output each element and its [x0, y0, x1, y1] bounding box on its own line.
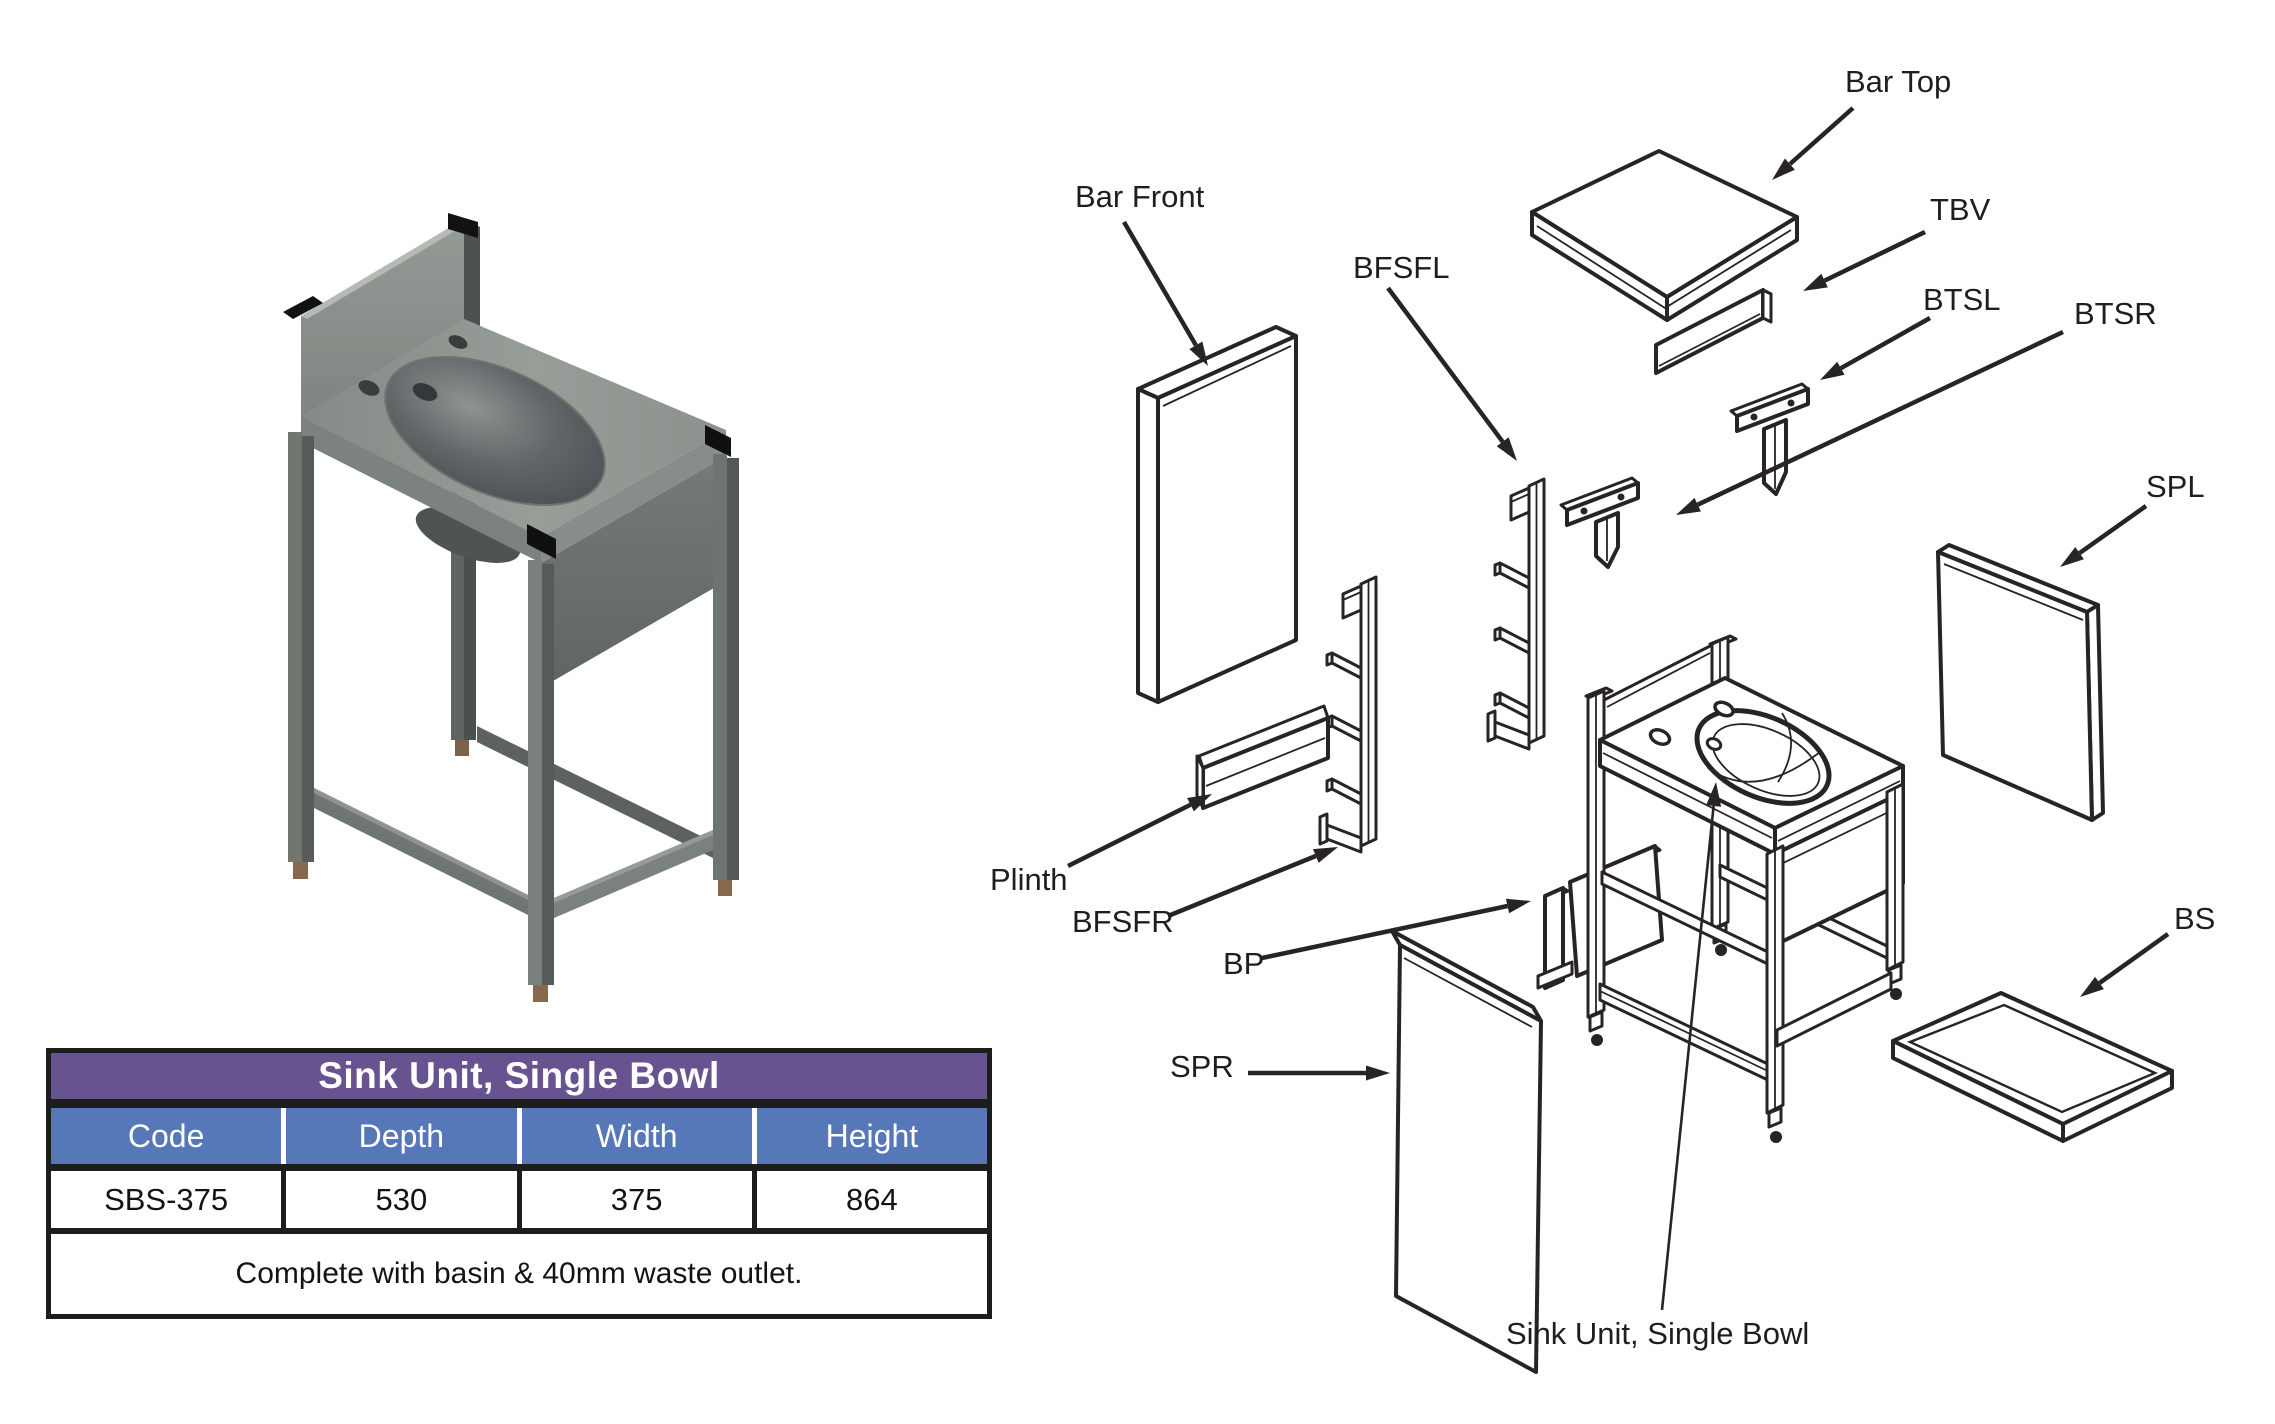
render-tap-hole	[448, 335, 468, 349]
arrow-bs	[2080, 932, 2170, 997]
table-header-row: Code Depth Width Height	[51, 1108, 987, 1164]
col-header-width: Width	[516, 1108, 752, 1164]
arrow-bfsfr	[1167, 847, 1338, 919]
btsl-part	[1729, 382, 1810, 496]
bfsfl-part	[1486, 477, 1546, 751]
cell-depth: 530	[281, 1171, 516, 1228]
bs-part	[1891, 991, 2174, 1143]
arrow-btsl	[1820, 316, 1932, 380]
spec-table: Sink Unit, Single Bowl Code Depth Width …	[46, 1048, 992, 1319]
render-legs	[288, 432, 739, 1002]
arrow-bar-top	[1772, 106, 1855, 180]
label-bp: BP	[1223, 946, 1264, 981]
arrow-tbv	[1803, 229, 1926, 291]
spr-part	[1390, 929, 1543, 1374]
render-backsplash	[283, 213, 480, 418]
label-sink-unit: Sink Unit, Single Bowl	[1506, 1316, 1809, 1351]
col-header-height: Height	[751, 1108, 987, 1164]
label-bfsfl: BFSFL	[1353, 250, 1449, 285]
exploded-diagram: Bar Top TBV BTSL BTSR Bar Front BFSFL SP…	[990, 64, 2215, 1374]
arrow-plinth	[1066, 794, 1212, 869]
table-divider	[51, 1164, 987, 1171]
table-note: Complete with basin & 40mm waste outlet.	[51, 1234, 987, 1314]
spl-part	[1936, 543, 2105, 822]
render-rear-rail	[477, 726, 713, 858]
label-bfsfr: BFSFR	[1072, 904, 1174, 939]
label-bs: BS	[2174, 901, 2215, 936]
corner-cap	[705, 425, 731, 457]
render-rails	[314, 788, 713, 918]
label-btsl: BTSL	[1923, 282, 2001, 317]
label-bar-front: Bar Front	[1075, 179, 1205, 214]
tbv-part	[1654, 288, 1773, 375]
arrow-bar-front	[1122, 220, 1208, 366]
arrow-btsr	[1676, 329, 2064, 515]
label-plinth: Plinth	[990, 862, 1068, 897]
leader-sink-unit	[1660, 782, 1722, 1311]
label-spr: SPR	[1170, 1049, 1234, 1084]
render-counter-edge-right	[541, 430, 726, 563]
bar-front-part	[1136, 325, 1298, 704]
plinth-part	[1195, 704, 1330, 810]
render-tap-hole	[358, 380, 380, 396]
btsr-part	[1559, 476, 1640, 569]
cell-width: 375	[516, 1171, 752, 1228]
render-bowl	[384, 356, 606, 506]
arrow-spl	[2060, 504, 2148, 567]
render-counter-edge-left	[301, 416, 541, 563]
corner-cap	[527, 524, 556, 559]
sink-unit-part	[1584, 634, 1905, 1143]
render-bowl-underside	[415, 507, 521, 563]
col-header-depth: Depth	[281, 1108, 516, 1164]
product-render	[283, 213, 739, 1002]
table-data-row: SBS-375 530 375 864	[51, 1171, 987, 1228]
arrow-spr	[1248, 1065, 1390, 1081]
arrow-bfsfl	[1386, 286, 1517, 461]
cell-height: 864	[751, 1171, 987, 1228]
cell-code: SBS-375	[104, 1182, 229, 1217]
render-apron	[541, 456, 726, 688]
arrow-bp	[1261, 898, 1531, 961]
table-divider	[51, 1228, 987, 1234]
col-header-code: Code	[127, 1118, 205, 1154]
label-tbv: TBV	[1930, 192, 1991, 227]
table-title: Sink Unit, Single Bowl	[51, 1053, 987, 1099]
label-btsr: BTSR	[2074, 296, 2157, 331]
label-bar-top: Bar Top	[1845, 64, 1951, 99]
label-spl: SPL	[2146, 469, 2205, 504]
bfsfr-part	[1318, 575, 1378, 854]
corner-cap	[448, 213, 478, 238]
bar-top-part	[1530, 149, 1799, 322]
corner-cap	[283, 296, 323, 319]
table-divider	[51, 1099, 987, 1108]
